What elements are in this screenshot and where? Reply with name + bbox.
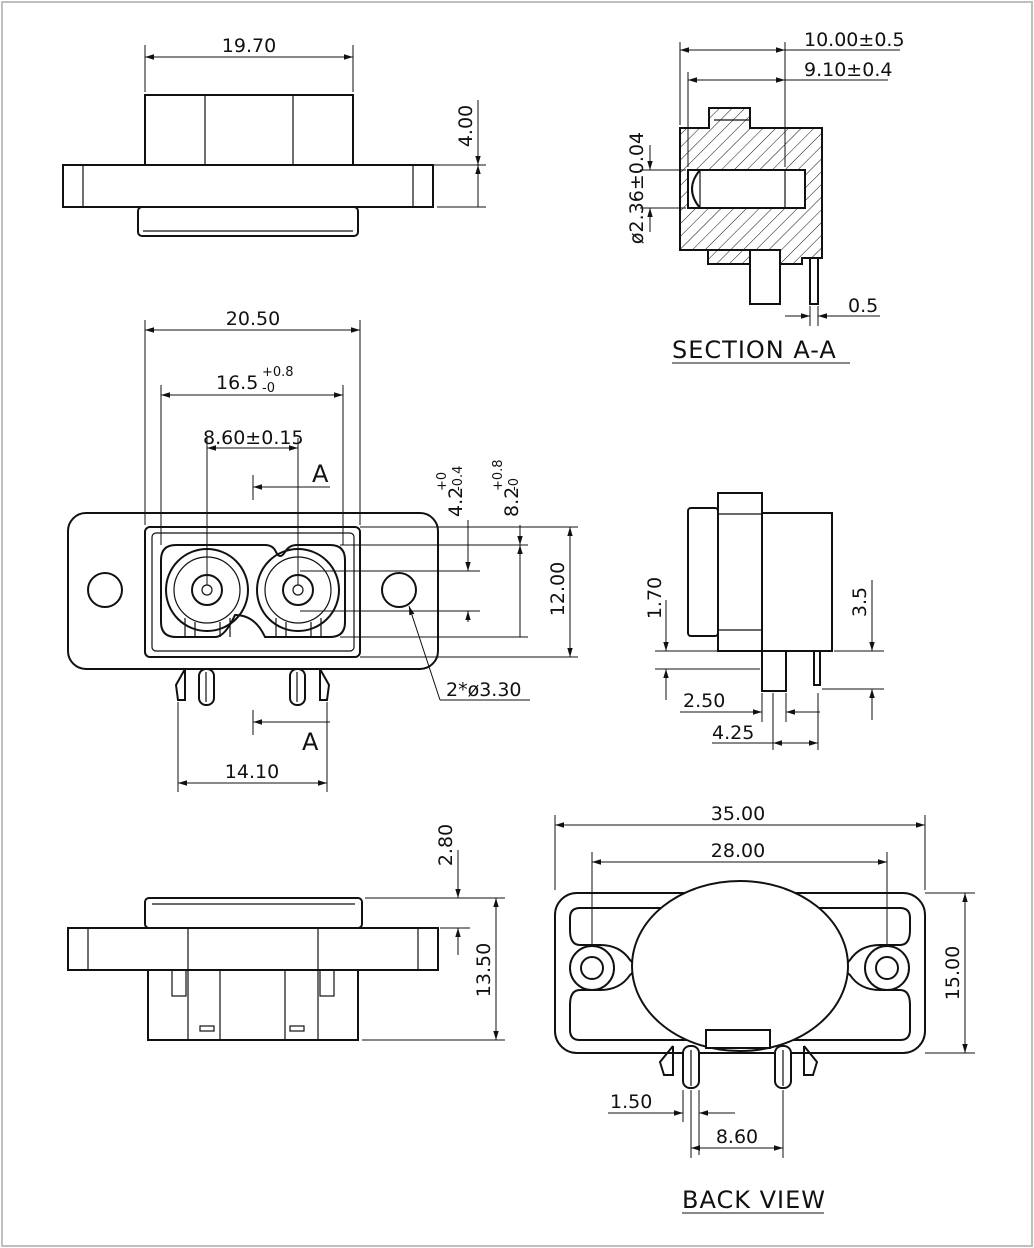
front-dim-mid-tol-plus: +0.8 [491, 459, 506, 491]
top-view: 19.70 4.00 [62, 35, 486, 237]
front-inner-width-tol-minus: -0 [262, 381, 275, 396]
side-d2-label: 3.5 [849, 587, 871, 617]
side-view: 1.70 3.5 2.50 4.25 [644, 492, 884, 750]
bottom-height-label: 13.50 [473, 943, 495, 997]
front-dim-mid-label: 8.2 [501, 487, 523, 517]
section-title: SECTION A-A [672, 336, 837, 364]
back-hole-pitch-label: 28.00 [711, 840, 765, 862]
front-holes-label: 2*ø3.30 [446, 679, 522, 701]
back-view-title: BACK VIEW [682, 1186, 826, 1214]
back-view: 35.00 28.00 15.00 1.50 8.60 BACK VIEW [554, 803, 975, 1214]
side-d3-label: 2.50 [683, 690, 725, 712]
section-pin-thickness-label: 0.5 [848, 295, 878, 317]
front-view: 20.50 16.5 +0.8 -0 8.60±0.15 A A 4.2 [67, 308, 578, 792]
front-inner-width-label: 16.5 [216, 372, 258, 394]
section-mark-bottom: A [302, 728, 319, 756]
front-height-label: 12.00 [547, 562, 569, 616]
back-pin-width-label: 1.50 [610, 1091, 652, 1113]
section-view: 10.00±0.5 9.10±0.4 ø2.36±0.04 0.5 SECTIO… [626, 29, 905, 364]
front-inner-width-tol-plus: +0.8 [262, 365, 294, 380]
section-pin-diameter-label: ø2.36±0.04 [626, 132, 648, 244]
front-dim-small-tol-minus: -0.4 [451, 466, 466, 491]
back-width-label: 35.00 [711, 803, 765, 825]
top-height-label: 4.00 [455, 105, 477, 147]
top-width-label: 19.70 [222, 35, 276, 57]
bottom-top-offset-label: 2.80 [435, 824, 457, 866]
front-dim-mid-tol-minus: -0 [507, 478, 522, 491]
front-lug-span-label: 14.10 [225, 761, 279, 783]
back-height-label: 15.00 [942, 946, 964, 1000]
back-pin-pitch-label: 8.60 [716, 1126, 758, 1148]
front-dim-small-tol-plus: +0 [435, 472, 450, 491]
section-depth-label: 10.00±0.5 [804, 29, 905, 51]
section-inner-depth-label: 9.10±0.4 [804, 59, 892, 81]
side-d1-label: 1.70 [644, 577, 666, 619]
front-width-label: 20.50 [226, 308, 280, 330]
bottom-view: 2.80 13.50 [67, 824, 505, 1041]
section-mark-top: A [312, 460, 329, 488]
front-pin-pitch-label: 8.60±0.15 [203, 427, 304, 449]
front-dim-small-label: 4.2 [445, 487, 467, 517]
side-d4-label: 4.25 [712, 722, 754, 744]
